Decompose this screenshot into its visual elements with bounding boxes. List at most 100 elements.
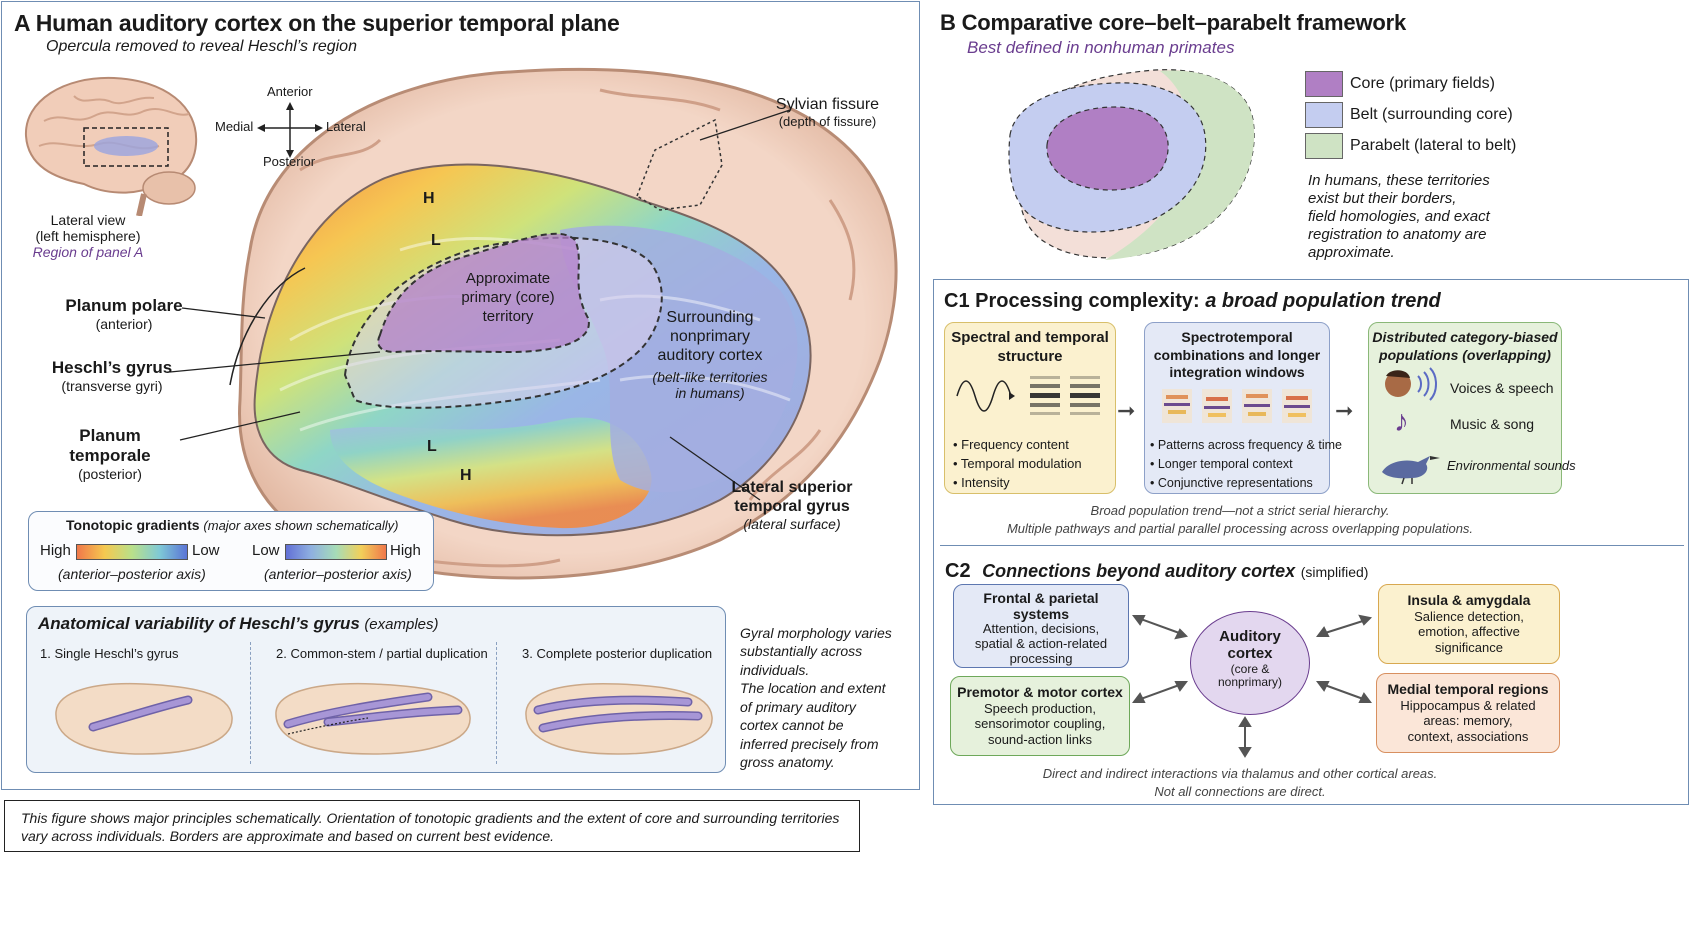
c2-title: C2 (945, 560, 971, 582)
panel-a-subtitle: Opercula removed to reveal Heschl’s regi… (46, 38, 357, 55)
c1-box2-title-2: combinations and longer (1153, 346, 1321, 363)
side-note-line1: Gyral morphology varies (740, 625, 892, 641)
c1-box1-title: Spectral and temporal structure (944, 329, 1116, 367)
c2-box-premotor (950, 676, 1130, 756)
c2-frontal-title-2: systems (1012, 606, 1070, 623)
panel-b-note-2: exist but their borders, (1308, 190, 1457, 207)
c2-title-row: C2 Connections beyond auditory cortex (s… (945, 560, 1368, 583)
legend-label-core: Core (primary fields) (1350, 75, 1495, 92)
tono-low-2: Low (252, 542, 280, 559)
legend-label-belt: Belt (surrounding core) (1350, 106, 1513, 123)
bird-icon (1382, 456, 1440, 485)
c1-box1-bullet-2: • Temporal modulation (953, 455, 1082, 471)
c1-box-spectral (944, 322, 1116, 494)
c1-box2-bullet-3: • Conjunctive representations (1150, 475, 1313, 490)
lateral-stg-sub: (lateral surface) (743, 516, 841, 533)
c2-title-note: (simplified) (1300, 564, 1369, 580)
c1-box2-bullet-2: • Longer temporal context (1150, 456, 1293, 471)
c2-medial-body-2: areas: memory, (1423, 713, 1513, 729)
c2-box-insula (1378, 584, 1560, 664)
core-label-line1: Approximate (465, 270, 551, 287)
figure-footnote: This figure shows major principles schem… (4, 800, 860, 852)
compass-posterior: Posterior (263, 154, 316, 169)
music-note-icon: ♪ (1394, 405, 1409, 438)
sylvian-sub: (depth of fissure) (778, 114, 877, 129)
c2-center-node (1190, 611, 1310, 715)
c1-box3-title-2: populations (overlapping) (1379, 346, 1551, 363)
c1-item-voices: Voices & speech (1450, 380, 1554, 396)
c1-arrow-2: ➞ (1335, 398, 1354, 423)
core-label-line3: territory (482, 307, 534, 325)
variability-item-3: 3. Complete posterior duplication (522, 646, 713, 661)
c1-foot1: Broad population trend—not a strict seri… (1090, 503, 1390, 518)
panel-c-frame (933, 279, 1689, 805)
c2-premotor-body-2: sensorimotor coupling, (974, 716, 1106, 732)
footnote-line2: vary across individuals. Borders are app… (21, 828, 555, 845)
inset-caption: Lateral view (left hemisphere) Region of… (14, 212, 162, 260)
sylvian-fissure-label: Sylvian fissure (depth of fissure) (765, 96, 890, 129)
c2-medial-body-3: context, associations (1407, 728, 1529, 744)
c2-footnote: Direct and indirect interactions via tha… (960, 765, 1520, 800)
c2-foot2: Not all connections are direct. (1154, 783, 1326, 799)
planum-polare-sub: (anterior) (95, 316, 153, 332)
c2-insula-text: Insula & amygdala Salience detection, em… (1378, 592, 1560, 656)
superior-temporal-plane-illustration (169, 67, 898, 580)
c2-connection-arrows (1132, 614, 1373, 758)
side-note-line8: gross anatomy. (740, 754, 835, 771)
legend-swatch-belt (1305, 102, 1343, 128)
tonotopic-title-row: Tonotopic gradients (major axes shown sc… (66, 517, 398, 533)
c1-box1-bullets: • Frequency content • Temporal modulatio… (953, 436, 1082, 493)
panel-b-note-4: registration to anatomy are (1308, 226, 1487, 243)
variability-divider-1 (250, 642, 251, 764)
c2-premotor-title: Premotor & motor cortex (957, 684, 1123, 700)
heschl-title: Heschl’s gyrus (51, 358, 173, 377)
c2-medial-title: Medial temporal regions (1387, 681, 1549, 697)
tonotopic-title-note: (major axes shown schematically) (203, 518, 399, 533)
freq-mark-low-2: L (427, 438, 437, 455)
panel-b-note: In humans, these territories exist but t… (1308, 172, 1490, 262)
lateral-stg-title1: Lateral superior (731, 479, 853, 496)
c2-medial-text: Medial temporal regions Hippocampus & re… (1376, 681, 1560, 745)
c2-frontal-text: Frontal & parietal systems Attention, de… (953, 590, 1129, 667)
c2-insula-body-3: significance (1435, 639, 1503, 655)
inset-brain-lateral-view (24, 76, 198, 216)
tono-high-2: High (390, 542, 421, 559)
c2-foot1: Direct and indirect interactions via tha… (1042, 766, 1438, 781)
panel-b-title: B Comparative core–belt–parabelt framewo… (940, 10, 1406, 35)
legend-swatch-parabelt (1305, 133, 1343, 159)
c1-arrow-1: ➞ (1117, 398, 1136, 423)
planum-temporale-label: Planum temporale (posterior) (38, 426, 182, 482)
panel-a-frame (1, 1, 920, 790)
variability-title: Anatomical variability of Heschl’s gyrus (38, 614, 360, 633)
gradient-bar-low-high (285, 544, 387, 560)
c1-box2-title-3: integration windows (1169, 364, 1305, 380)
c2-premotor-body-1: Speech production, (983, 700, 1097, 716)
footnote-line1: This figure shows major principles schem… (21, 810, 840, 826)
c1-box1-title-2: structure (997, 347, 1063, 365)
nonprimary-line1: Surrounding (666, 309, 754, 326)
c2-premotor-body-3: sound-action links (987, 731, 1093, 747)
nonprimary-label: Surrounding nonprimary auditory cortex (… (640, 308, 780, 402)
c2-frontal-title-1: Frontal & parietal (983, 590, 1099, 606)
c2-frontal-body-2: spatial & action-related (974, 636, 1108, 652)
side-note-line7: inferred precisely from (740, 735, 879, 752)
core-territory-label: Approximate primary (core) territory (448, 270, 568, 326)
tono-high-1: High (40, 542, 71, 559)
c1-box3-title-1: Distributed category-biased (1372, 329, 1558, 345)
variability-item-2: 2. Common-stem / partial duplication (276, 646, 488, 661)
c1-box2-title-1: Spectrotemporal (1181, 329, 1293, 345)
heschls-gyrus-label: Heschl’s gyrus (transverse gyri) (50, 358, 174, 394)
panel-b-note-1: In humans, these territories (1308, 172, 1490, 189)
panel-b-note-3: field homologies, and exact (1308, 208, 1490, 225)
planum-temporale-sub: (posterior) (78, 466, 142, 482)
c2-center-line2: cortex (1227, 645, 1273, 663)
c1-item-environmental: Environmental sounds (1447, 458, 1576, 473)
inset-region-label: Region of panel A (32, 244, 144, 260)
c1-box1-bullet-1: • Frequency content (953, 437, 1069, 452)
c1-box1-title-1: Spectral and temporal (951, 329, 1109, 346)
planum-temporale-title: Planum temporale (69, 426, 151, 465)
c2-premotor-text: Premotor & motor cortex Speech productio… (950, 684, 1130, 748)
planum-polare-title: Planum polare (65, 296, 183, 315)
c1-box1-bullet-3: • Intensity (953, 474, 1010, 490)
gyrus-partial-duplication-illustration (275, 682, 471, 755)
